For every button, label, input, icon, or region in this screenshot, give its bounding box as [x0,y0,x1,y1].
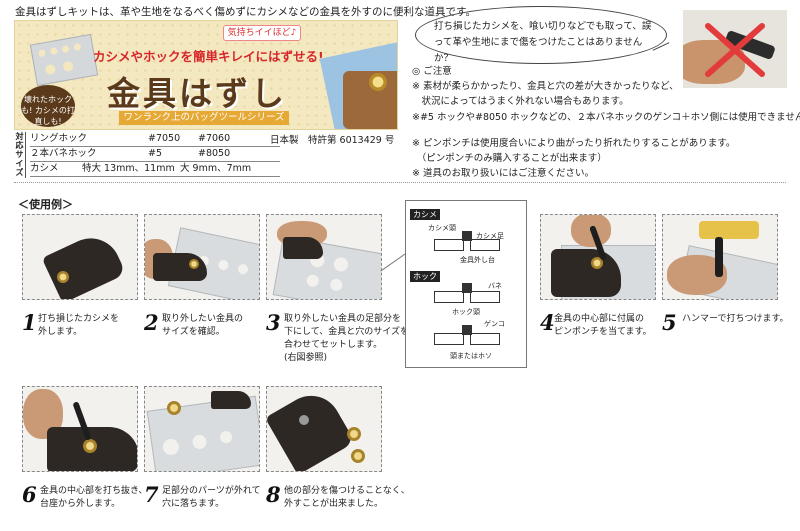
note-item: ※#5 ホックや#8050 ホックなどの、２本バネホックのゲンコ＋ホソ側には使用… [412,112,800,123]
rivet-image [369,73,387,91]
diagram-label: カシメ頭 [428,224,456,232]
spec-side-label: 対応サイズ [14,132,26,178]
product-banner: 気持ちイイほど♪ カシメやホックを簡単キレイにはずせる! 金具はずし ワンランク… [14,20,398,130]
spec-name: ２本バネホック [30,148,97,159]
spec-value: #7060 [198,133,231,144]
banner-ribbon: ワンランク上のバッグツールシリーズ [119,111,289,125]
step-3-photo [266,214,382,300]
diagram-label: バネ [488,282,502,290]
banner-subtitle: カシメやホックを簡単キレイにはずせる! [93,49,324,64]
banner-title: 金具はずし [107,74,287,113]
made-in-japan: 日本製 特許第 6013429 号 [270,135,395,146]
diagram-label: カシメ足 [476,232,504,240]
step-6-photo [22,386,138,472]
step-text: 金具の中心部を打ち抜き、台座から外します。 [40,486,148,509]
note-item: 状況によってはうまく外れない場合もあります。 [412,96,629,107]
set-diagram: カシメ カシメ頭 カシメ足 金具外し台 ホック バネ ホック頭 ゲンコ 頭または… [405,200,527,368]
step-5-photo [662,214,778,300]
step-7-photo [144,386,260,472]
note-item: ※ ピンポンチは使用度合いにより曲がったり折れたりすることがあります。 [412,138,736,149]
note-item: （ピンポンチのみ購入することが出来ます） [412,153,607,164]
diagram-tag-kashime: カシメ [410,209,440,220]
bubble-text: 打ち損じたカシメを、喰い切りなどでも取って、誤って革や生地にまで傷をつけたことは… [434,21,652,64]
spec-row: ２本バネホック #5 #8050 [30,147,280,162]
step-8-photo [266,386,382,472]
spec-row: リングホック #7050 #7060 [30,132,280,147]
diagram-label: 金具外し台 [460,256,495,264]
note-item: ※ 道具のお取り扱いにはご注意ください。 [412,168,594,179]
step-number: 1 [22,310,37,335]
section-divider [14,182,786,183]
step-4-photo [540,214,656,300]
spec-value: #5 [148,148,163,159]
usage-title: ＜使用例＞ [18,198,73,211]
diagram-label: 頭またはホソ [450,352,492,360]
cross-icon [705,23,765,77]
spec-row: カシメ 特大 13mm、11mm 大 9mm、7mm [30,162,280,177]
step-2-photo [144,214,260,300]
step-text: 金具の中心部に付属のピンポンチを当てます。 [554,314,652,337]
intro-text: 金具はずしキットは、革や生地をなるべく傷めずにカシメなどの金具を外すのに便利な道… [15,6,476,18]
spec-value: #7050 [148,133,181,144]
notes-header: ◎ ご注意 [412,66,452,77]
diagram-label: ホック頭 [452,308,480,316]
step-number: 8 [266,482,281,507]
step-number: 5 [662,310,677,335]
step-text: 足部分のパーツが外れて穴に落ちます。 [162,486,261,509]
spec-value: 大 9mm、7mm [180,163,252,174]
diagram-tag-hock: ホック [410,271,440,282]
step-text: 他の部分を傷つけることなく、外すことが出来ました。 [284,486,410,509]
spec-value: #8050 [198,148,231,159]
step-text: 取り外したい金具の足部分を下にして、金具と穴のサイズを 合わせてセットします。(… [284,314,410,363]
step-text: 打ち損じたカシメを外します。 [38,314,120,337]
step-number: 3 [266,310,281,335]
spec-name: カシメ [30,163,59,174]
banner-circle-badge: 壊れたホックも! カシメの打直しも! [21,85,75,127]
step-number: 7 [144,482,159,507]
banner-tag: 気持ちイイほど♪ [223,25,301,41]
spec-value: 特大 13mm、11mm [82,163,175,174]
diagram-label: ゲンコ [484,320,505,328]
step-number: 4 [540,310,555,335]
speech-bubble: 打ち損じたカシメを、喰い切りなどでも取って、誤って革や生地にまで傷をつけたことは… [415,6,667,64]
spec-name: リングホック [30,133,88,144]
step-text: ハンマーで打ちつけます。 [682,314,789,324]
step-number: 6 [22,482,37,507]
step-number: 2 [144,310,159,335]
step-text: 取り外したい金具のサイズを確認。 [162,314,244,337]
note-item: ※ 素材が柔らかかったり、金具と穴の差が大きかったりなど、 [412,81,679,92]
step-1-photo [22,214,138,300]
